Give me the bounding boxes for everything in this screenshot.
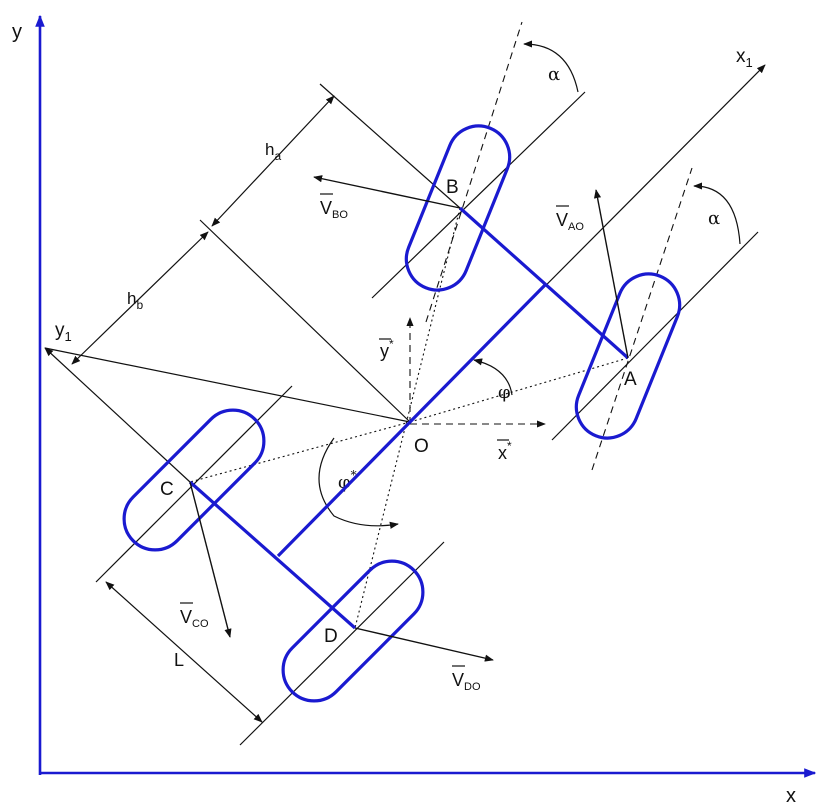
dotted-B-D xyxy=(354,207,461,629)
wheel-D xyxy=(281,559,425,703)
alpha-label-right: α xyxy=(708,208,720,229)
wheel-line-D xyxy=(239,541,445,746)
hb-dimension xyxy=(71,231,209,365)
wheel-C xyxy=(122,408,266,552)
alpha-label-top: α xyxy=(548,64,560,85)
phi-star-arc xyxy=(318,437,399,529)
x-axis-label: x xyxy=(786,785,796,807)
phi-label: φ xyxy=(498,382,511,403)
wheel-A xyxy=(574,272,682,440)
velocity-DO-label: VDO xyxy=(452,670,481,693)
frame-C-D xyxy=(188,480,357,630)
x1-axis-label: x1 xyxy=(736,46,753,70)
x-star-label: x* xyxy=(498,439,512,463)
wheel-axis-A xyxy=(591,167,693,471)
wheel-line-B xyxy=(371,91,586,299)
frame-x1-axis xyxy=(276,282,548,558)
L-label: L xyxy=(174,650,184,670)
velocity-CO-label: VCO xyxy=(180,607,209,630)
y1-axis-label: y1 xyxy=(55,320,72,344)
y-axis-label: y xyxy=(12,21,22,43)
wheel-B xyxy=(404,124,512,292)
point-A-label: A xyxy=(624,369,637,390)
hb-extension xyxy=(199,219,411,423)
hb-label: hb xyxy=(127,289,143,312)
L-dimension xyxy=(105,581,263,723)
phi-arc xyxy=(473,358,513,396)
frame-B-A xyxy=(458,206,630,360)
wheel-axis-B xyxy=(425,21,523,323)
y-star-label: y* xyxy=(380,337,394,361)
velocity-BO-arrow xyxy=(313,175,461,209)
ha-label: ha xyxy=(265,140,281,163)
velocity-AO-label: VAO xyxy=(556,210,584,233)
dotted-O-C xyxy=(189,421,411,483)
velocity-DO-arrow xyxy=(354,627,494,662)
wheel-line-A xyxy=(551,231,759,441)
velocity-CO-arrow xyxy=(189,481,232,638)
point-D-label: D xyxy=(324,626,338,647)
alpha-arc-top xyxy=(523,40,579,93)
point-C-label: C xyxy=(160,479,174,500)
point-B-label: B xyxy=(446,177,459,198)
ha-extension-top xyxy=(319,83,461,209)
y1-axis-line xyxy=(44,347,191,483)
velocity-AO-arrow xyxy=(593,189,629,359)
ha-dimension xyxy=(211,95,335,227)
alpha-arc-right xyxy=(693,182,741,245)
point-O-label: O xyxy=(414,436,429,457)
velocity-BO-label: VBO xyxy=(320,198,348,221)
